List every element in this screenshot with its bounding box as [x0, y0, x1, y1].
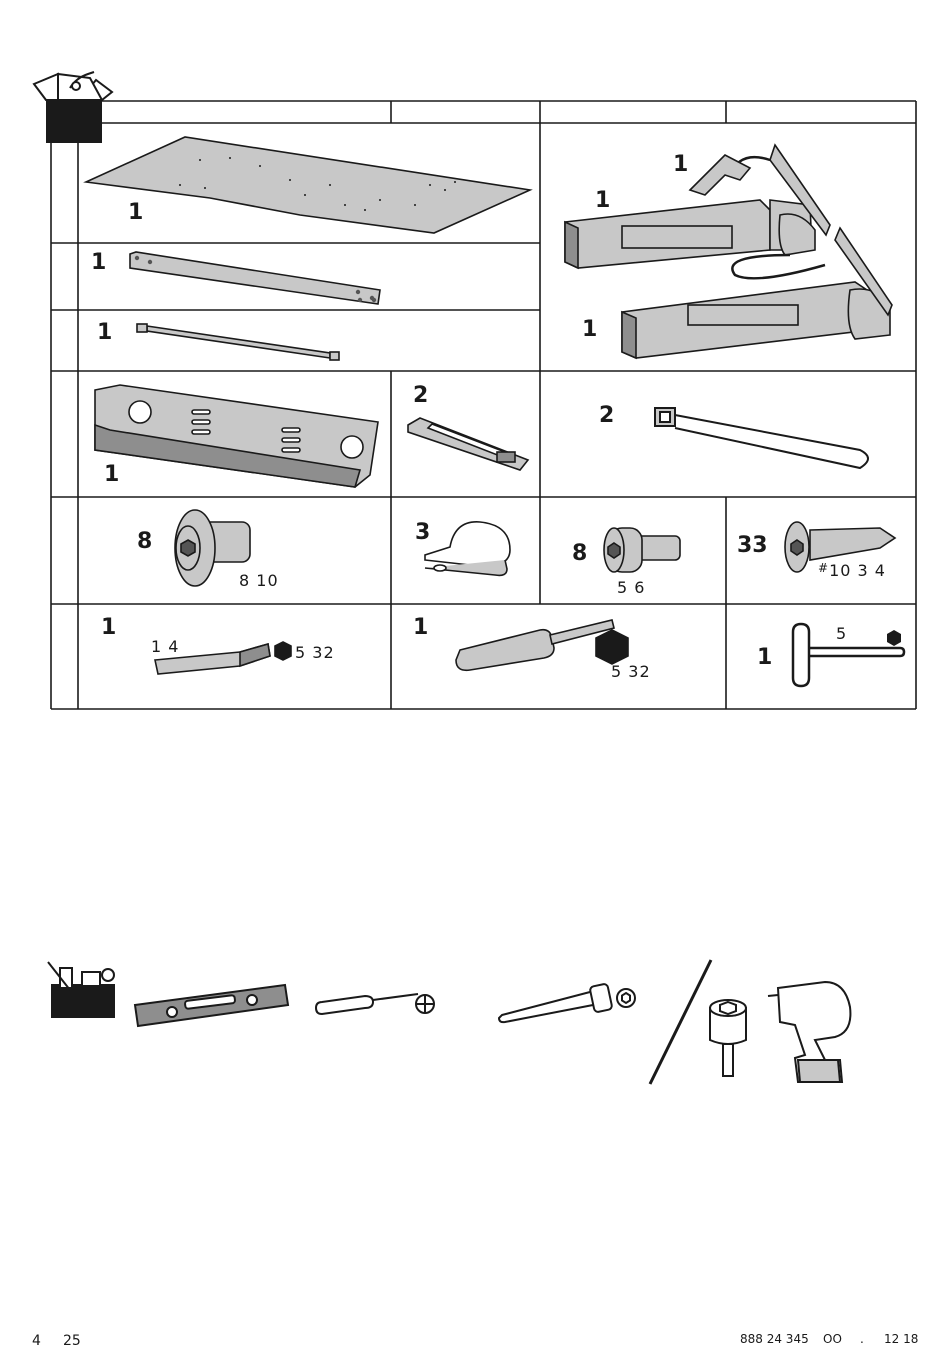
cable-tie-drawing [655, 408, 868, 468]
connecting-rod-drawing [137, 324, 339, 360]
qty-wood-screw: 33 [737, 533, 768, 558]
box-contents-icon [34, 72, 112, 143]
cable-clamp-drawing [425, 522, 510, 576]
qty-socket-screw: 8 [572, 541, 587, 566]
dim-hex-screwdriver: 5 32 [611, 662, 651, 681]
qty-allen-key: 1 [757, 645, 772, 670]
page-number-left: 4 [32, 1333, 41, 1349]
qty-cable-tie: 2 [599, 403, 614, 428]
power-drill-icon [768, 982, 850, 1082]
qty-cable-tray: 1 [104, 462, 119, 487]
drill-socket-icon [710, 1000, 746, 1076]
cable-tray-drawing [95, 385, 378, 487]
leg-set-drawing [565, 145, 892, 358]
dim-allen-key: 5 [836, 624, 847, 643]
page-number-right: 25 [63, 1333, 81, 1349]
qty-flange-bolt: 8 [137, 529, 152, 554]
qty-hex-bit: 1 [101, 615, 116, 640]
or-divider [650, 960, 711, 1084]
dim-wood-screw-value: 10 3 4 [829, 561, 886, 580]
dim-socket-screw: 5 6 [617, 578, 645, 597]
document-revision: OO [823, 1332, 842, 1346]
allen-key-drawing [793, 624, 904, 686]
qty-clip: 2 [413, 383, 428, 408]
socket-screw-drawing [604, 528, 680, 572]
dim-hex-bit-b: 5 32 [295, 643, 335, 662]
toolbox-icon [48, 962, 114, 1017]
tabletop-drawing [86, 137, 530, 233]
dim-hex-bit-a: 1 4 [151, 637, 179, 656]
hex-screwdriver-drawing [456, 620, 628, 670]
cross-rail-drawing [130, 252, 380, 304]
document-code: 888 24 345 [740, 1332, 809, 1346]
document-date: 12 18 [884, 1332, 918, 1346]
dim-flange-bolt: 8 10 [239, 571, 279, 590]
document-separator: . [860, 1332, 864, 1346]
spirit-level-icon [135, 985, 288, 1026]
qty-leg: 1 [582, 317, 597, 342]
qty-cable-clamp: 3 [415, 520, 430, 545]
socket-wrench-icon [499, 983, 635, 1022]
dim-wood-screw: #10 3 4 [818, 561, 886, 580]
qty-leg-with-motor: 1 [673, 152, 688, 177]
qty-cross-rail: 1 [91, 250, 106, 275]
qty-hex-screwdriver: 1 [413, 615, 428, 640]
phillips-screwdriver-icon [316, 994, 434, 1014]
dim-wood-screw-prefix: # [818, 561, 829, 575]
qty-connecting-rod: 1 [97, 320, 112, 345]
clip-drawing [408, 418, 528, 470]
qty-tabletop: 1 [128, 200, 143, 225]
qty-leg-bracket: 1 [595, 188, 610, 213]
